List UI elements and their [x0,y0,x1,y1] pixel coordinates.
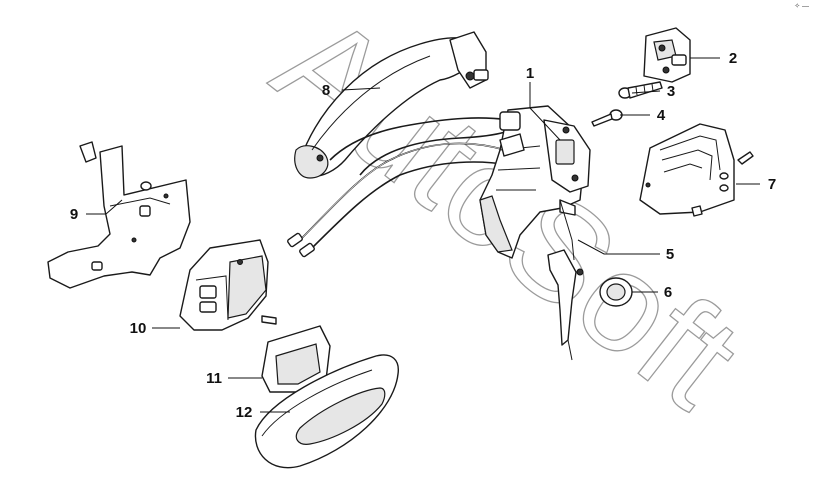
part-9-inner-bracket [47,141,191,289]
callout-6: 6 [664,284,672,301]
callout-10: 10 [130,320,147,337]
part-5-link-rod [547,199,584,361]
callout-8: 8 [322,82,330,99]
callout-9: 9 [70,206,78,223]
callout-7: 7 [768,176,776,193]
part-8-outside-handle [294,31,489,179]
part-11-handle-cover [261,325,331,393]
callout-5: 5 [666,246,674,263]
callout-3: 3 [667,83,675,100]
callout-labels: 1 2 3 4 5 6 7 8 9 10 11 12 [70,50,776,421]
callout-12: 12 [236,404,253,421]
callout-2: 2 [729,50,737,67]
part-7-mounting-bracket [639,123,754,217]
part-1-lock-actuator [479,105,591,259]
callout-4: 4 [657,107,666,124]
part-4-bolt [591,109,623,127]
lock-cables [287,117,511,258]
part-6-grommet [599,277,633,307]
part-3-striker-screw [618,81,663,99]
callout-11: 11 [206,370,222,387]
corner-mark: ✧ — [794,3,809,10]
part-2-striker [643,27,691,83]
part-10-inner-handle-mechanism [179,239,277,331]
part-12-trim-bezel [254,354,399,469]
callout-1: 1 [526,65,534,82]
leader-lines [86,57,760,413]
